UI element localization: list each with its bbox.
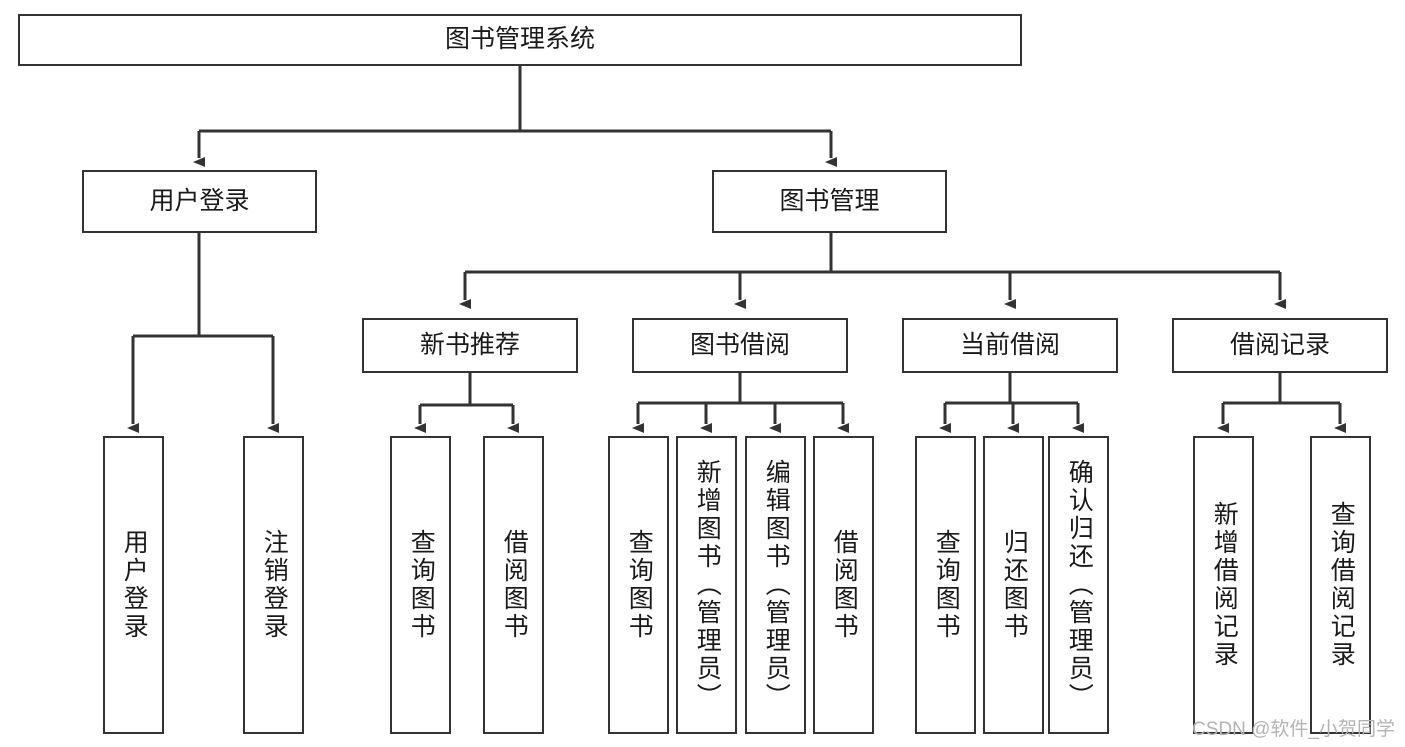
- node-book-management[interactable]: 图书管理: [712, 170, 947, 233]
- leaf-borrow-query-book[interactable]: 查询图书: [608, 436, 669, 734]
- leaf-current-return-book[interactable]: 归还图书: [983, 436, 1044, 734]
- leaf-recommend-borrow-book[interactable]: 借阅图书: [483, 436, 544, 734]
- leaf-current-confirm-return-admin[interactable]: 确认归还（管理员）: [1048, 436, 1109, 734]
- node-root-system[interactable]: 图书管理系统: [18, 14, 1022, 66]
- node-current-borrow[interactable]: 当前借阅: [902, 318, 1118, 373]
- node-label: 查询图书: [407, 529, 436, 641]
- node-label: 图书借阅: [689, 330, 790, 359]
- node-label: 确认归还（管理员）: [1065, 459, 1094, 711]
- node-book-borrow[interactable]: 图书借阅: [632, 318, 848, 373]
- node-user-login[interactable]: 用户登录: [82, 170, 317, 233]
- node-borrow-record[interactable]: 借阅记录: [1172, 318, 1388, 373]
- node-label: 注销登录: [260, 529, 289, 641]
- node-label: 新增图书（管理员）: [693, 459, 722, 711]
- leaf-recommend-query-book[interactable]: 查询图书: [390, 436, 451, 734]
- leaf-borrow-borrow-book[interactable]: 借阅图书: [813, 436, 874, 734]
- node-label: 图书管理: [779, 186, 880, 215]
- leaf-record-add-borrow-record[interactable]: 新增借阅记录: [1193, 436, 1254, 734]
- node-label: 图书管理系统: [444, 25, 595, 54]
- node-label: 当前借阅: [959, 330, 1060, 359]
- leaf-user-logout[interactable]: 注销登录: [243, 436, 304, 734]
- node-label: 借阅图书: [830, 529, 859, 641]
- leaf-current-query-book[interactable]: 查询图书: [915, 436, 976, 734]
- node-label: 新增借阅记录: [1210, 501, 1239, 669]
- node-label: 归还图书: [1000, 529, 1029, 641]
- node-label: 查询图书: [932, 529, 961, 641]
- node-label: 编辑图书（管理员）: [762, 459, 791, 711]
- leaf-borrow-edit-book-admin[interactable]: 编辑图书（管理员）: [745, 436, 806, 734]
- leaf-record-query-borrow-record[interactable]: 查询借阅记录: [1310, 436, 1371, 734]
- node-new-book-recommend[interactable]: 新书推荐: [362, 318, 578, 373]
- node-label: 借阅图书: [500, 529, 529, 641]
- node-label: 新书推荐: [419, 330, 520, 359]
- node-label: 用户登录: [120, 529, 149, 641]
- leaf-borrow-add-book-admin[interactable]: 新增图书（管理员）: [676, 436, 737, 734]
- leaf-user-login[interactable]: 用户登录: [103, 436, 164, 734]
- watermark-text: CSDN @软件_小贺同学: [1192, 719, 1395, 740]
- node-label: 查询借阅记录: [1327, 501, 1356, 669]
- node-label: 借阅记录: [1229, 330, 1330, 359]
- node-label: 用户登录: [149, 186, 250, 215]
- node-label: 查询图书: [625, 529, 654, 641]
